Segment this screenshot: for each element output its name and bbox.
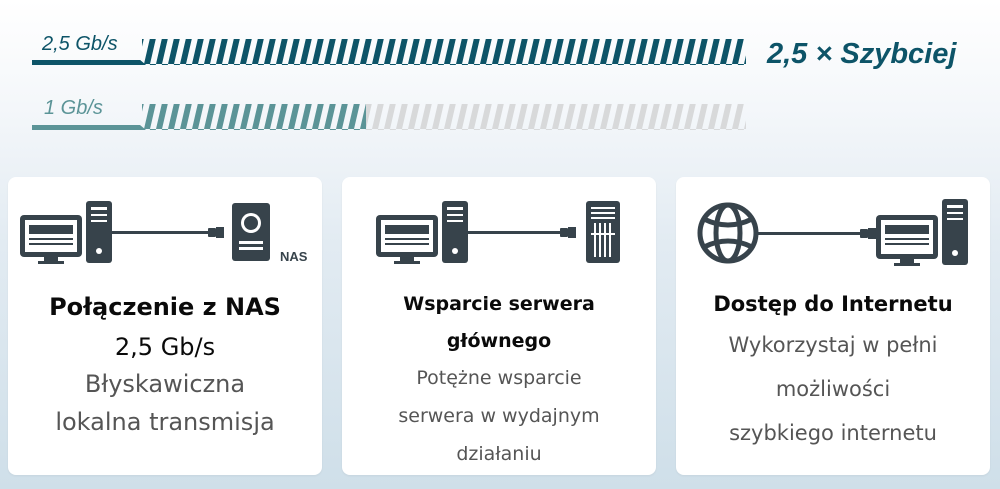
card-title-line: Połączenie z NAS <box>49 293 281 321</box>
server-icon <box>586 201 620 263</box>
card-server: Wsparcie serwera głównego Potężne wsparc… <box>342 177 656 475</box>
nas-device-label: NAS <box>280 249 308 264</box>
desktop-pc-icon <box>376 201 468 264</box>
nas-connection-diagram: NAS <box>20 201 308 264</box>
desktop-pc-icon <box>876 199 968 266</box>
cable-icon <box>468 227 576 238</box>
card-desc-line: Wykorzystaj w pełni <box>728 333 938 357</box>
speed-bar-fast <box>32 39 746 65</box>
card-title-line: głównego <box>446 330 552 352</box>
card-desc-line: serwera w wydajnym <box>398 405 600 427</box>
speed-headline: 2,5 × Szybciej <box>767 38 957 70</box>
card-desc-line: szybkiego internetu <box>729 421 937 445</box>
internet-connection-diagram <box>697 199 968 266</box>
speed-label-slow: 1 Gb/s <box>44 97 103 119</box>
card-desc-line: Potężne wsparcie <box>416 367 582 389</box>
card-desc-line: Błyskawiczna <box>84 370 246 398</box>
card-nas: NAS Połączenie z NAS 2,5 Gb/s Błyskawicz… <box>8 177 322 475</box>
card-desc-line: działaniu <box>456 443 542 465</box>
card-title-line: Dostęp do Internetu <box>713 292 953 316</box>
card-title-line: Wsparcie serwera <box>403 293 595 315</box>
globe-icon <box>697 202 759 264</box>
card-desc-line: możliwości <box>775 377 891 401</box>
cable-icon <box>112 227 224 238</box>
card-internet: Dostęp do Internetu Wykorzystaj w pełni … <box>676 177 990 475</box>
card-desc-line: lokalna transmisja <box>55 408 275 436</box>
desktop-pc-icon <box>20 201 112 264</box>
nas-icon <box>232 203 270 261</box>
server-connection-diagram <box>376 201 620 264</box>
speed-bar-slow <box>32 104 746 130</box>
speed-label-fast: 2,5 Gb/s <box>42 33 118 55</box>
card-title-line: 2,5 Gb/s <box>114 333 216 361</box>
cable-icon <box>758 228 876 239</box>
